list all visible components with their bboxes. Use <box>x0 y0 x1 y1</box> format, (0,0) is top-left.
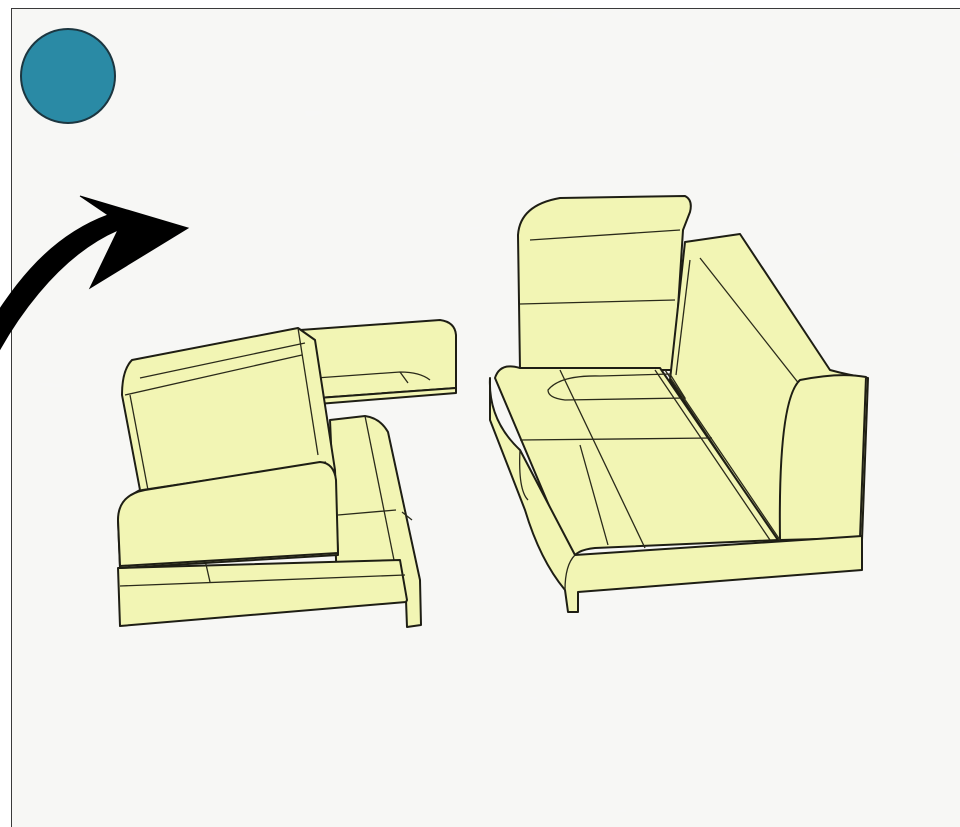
right-sofa-section <box>490 196 868 612</box>
left-base-slab <box>118 560 407 626</box>
right-back-cushion <box>518 196 691 370</box>
left-sofa-section <box>118 320 456 627</box>
left-arm-cushion <box>300 320 456 398</box>
